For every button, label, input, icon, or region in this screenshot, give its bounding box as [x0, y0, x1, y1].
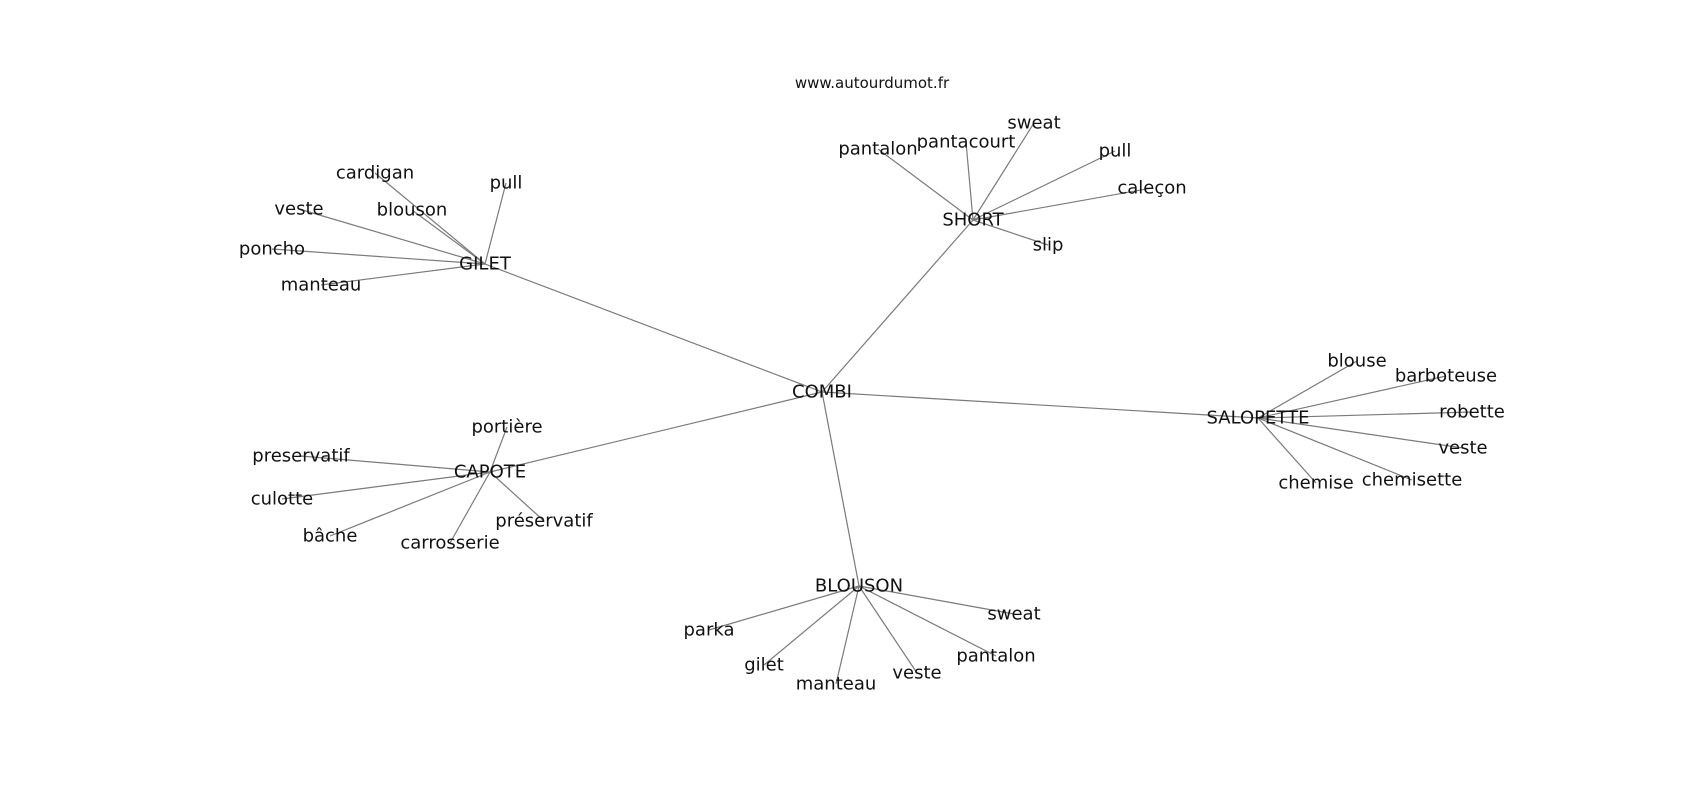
labels-layer: COMBISHORTpantalonpantacourtsweatpullcal… — [239, 113, 1505, 695]
leaf-node-label: robette — [1439, 402, 1505, 423]
edge-hub-to-leaf — [972, 150, 1116, 221]
edge-hub-to-leaf — [965, 141, 974, 221]
edge-hub-to-leaf — [858, 585, 1015, 615]
edge-hub-to-leaf — [329, 471, 491, 537]
leaf-node-label: manteau — [796, 674, 877, 695]
edge-root-to-hub — [821, 391, 860, 587]
edge-hub-to-leaf — [1257, 417, 1317, 484]
leaf-node-label: veste — [1438, 438, 1487, 459]
leaf-node-label: pull — [1099, 141, 1132, 162]
edge-hub-to-leaf — [411, 209, 486, 265]
edge-hub-to-leaf — [298, 208, 486, 265]
leaf-node-label: culotte — [251, 489, 314, 510]
edge-hub-to-leaf — [835, 585, 860, 685]
leaf-node-label: sweat — [1007, 113, 1060, 134]
edge-hub-to-leaf — [281, 471, 491, 500]
edge-hub-to-leaf — [489, 426, 508, 473]
leaf-node-label: pantacourt — [917, 132, 1016, 153]
leaf-node-label: slip — [1033, 235, 1064, 256]
leaf-node-label: gilet — [744, 655, 784, 676]
edge-hub-to-leaf — [858, 585, 997, 657]
leaf-node-label: poncho — [239, 239, 305, 260]
edge-hub-to-leaf — [271, 248, 486, 265]
leaf-node-label: veste — [892, 663, 941, 684]
leaf-node-label: barboteuse — [1395, 366, 1497, 387]
leaf-node-label: pantalon — [956, 646, 1035, 667]
edge-hub-to-leaf — [320, 263, 486, 286]
edge-hub-to-leaf — [300, 455, 491, 473]
edge-hub-to-leaf — [1257, 411, 1473, 419]
edge-hub-to-leaf — [972, 219, 1049, 246]
edge-root-to-hub — [484, 263, 823, 393]
edge-hub-to-leaf — [877, 148, 974, 221]
hub-node-label: GILET — [459, 254, 512, 275]
leaf-node-label: parka — [684, 620, 735, 641]
leaf-node-label: blouse — [1327, 351, 1386, 372]
leaf-node-label: préservatif — [495, 511, 593, 532]
leaf-node-label: chemise — [1278, 473, 1353, 494]
leaf-node-label: portière — [471, 417, 542, 438]
edge-root-to-hub — [489, 391, 823, 473]
leaf-node-label: chemisette — [1362, 470, 1463, 491]
hub-node-label: CAPOTE — [454, 462, 526, 483]
leaf-node-label: pull — [490, 173, 523, 194]
edge-hub-to-leaf — [449, 471, 491, 544]
edge-hub-to-leaf — [484, 182, 507, 265]
leaf-node-label: manteau — [281, 275, 362, 296]
leaf-node-label: cardigan — [336, 163, 414, 184]
edge-hub-to-leaf — [858, 585, 918, 674]
hub-node-label: SHORT — [942, 210, 1004, 231]
edge-hub-to-leaf — [763, 585, 860, 666]
leaf-node-label: veste — [274, 199, 323, 220]
leaf-node-label: carrosserie — [400, 533, 499, 554]
leaf-node-label: bâche — [303, 526, 358, 547]
edge-hub-to-leaf — [1257, 375, 1447, 419]
leaf-node-label: blouson — [377, 200, 448, 221]
edge-hub-to-leaf — [489, 471, 545, 522]
edge-hub-to-leaf — [972, 187, 1153, 221]
edge-root-to-hub — [821, 391, 1259, 419]
leaf-node-label: preservatif — [252, 446, 350, 467]
edge-hub-to-leaf — [1257, 360, 1358, 419]
edge-hub-to-leaf — [374, 172, 486, 265]
hub-node-label: BLOUSON — [815, 576, 903, 597]
leaf-node-label: caleçon — [1117, 178, 1186, 199]
leaf-node-label: sweat — [987, 604, 1040, 625]
watermark: www.autourdumot.fr — [795, 74, 950, 92]
root-node-label: COMBI — [792, 382, 852, 403]
leaf-node-label: pantalon — [838, 139, 917, 160]
edge-hub-to-leaf — [1257, 417, 1413, 481]
edge-hub-to-leaf — [708, 585, 860, 631]
edges-layer — [271, 122, 1473, 685]
edge-hub-to-leaf — [1257, 417, 1464, 449]
edge-hub-to-leaf — [972, 122, 1035, 221]
edge-root-to-hub — [821, 219, 974, 393]
hub-node-label: SALOPETTE — [1207, 408, 1310, 429]
